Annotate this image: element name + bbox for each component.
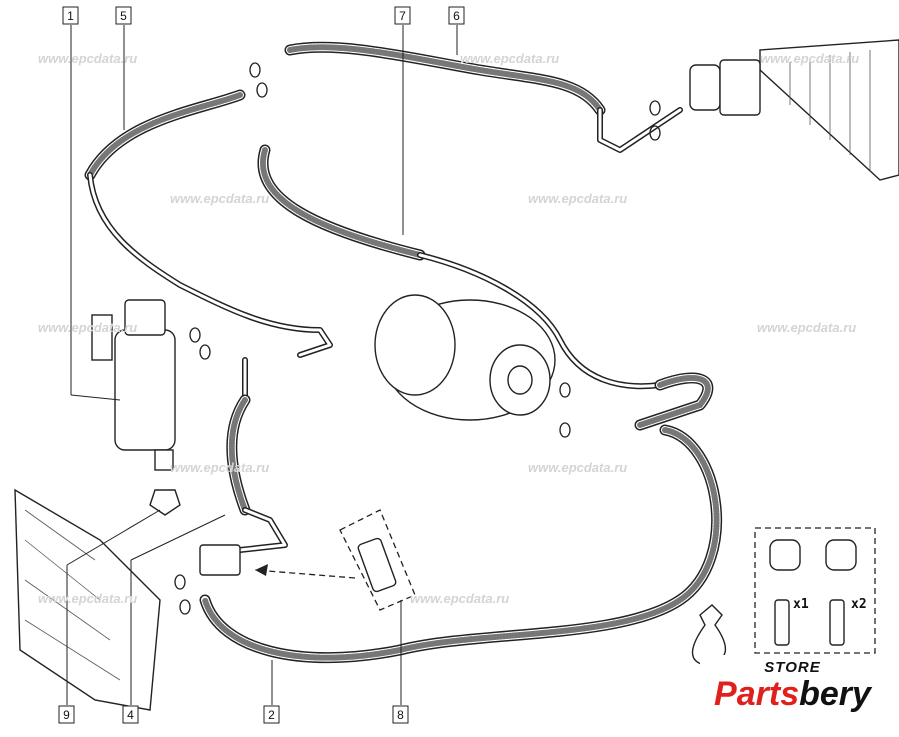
watermark: www.epcdata.ru — [528, 191, 627, 206]
compressor — [374, 294, 556, 421]
pressure-switch — [199, 509, 416, 611]
refill-kit: x1 x2 — [691, 527, 876, 666]
svg-text:7: 7 — [399, 9, 406, 23]
hose-6 — [284, 41, 683, 153]
svg-text:1: 1 — [67, 9, 74, 23]
hose-5 — [84, 89, 333, 358]
logo-brand-name: Partsbery — [700, 676, 885, 712]
quantity-x2: x2 — [851, 597, 867, 612]
watermark: www.epcdata.ru — [170, 460, 269, 475]
watermark: www.epcdata.ru — [760, 51, 859, 66]
watermarks: www.epcdata.ru www.epcdata.ru www.epcdat… — [38, 51, 859, 606]
callout-8: 8 — [392, 705, 409, 724]
svg-text:9: 9 — [63, 708, 70, 722]
logo-store-text: STORE — [764, 659, 821, 676]
receiver-drier — [91, 299, 181, 516]
leader-lines — [66, 25, 458, 705]
watermark: www.epcdata.ru — [410, 591, 509, 606]
quantity-x1: x1 — [793, 597, 809, 612]
callout-5: 5 — [115, 6, 132, 25]
svg-text:4: 4 — [127, 708, 134, 722]
hose-7 — [257, 144, 714, 431]
svg-text:2: 2 — [268, 708, 275, 722]
partsbery-logo: STORE Partsbery — [700, 655, 885, 725]
watermark: www.epcdata.ru — [38, 320, 137, 335]
logo-name-black: bery — [799, 675, 871, 713]
condenser — [689, 39, 899, 181]
callout-7: 7 — [394, 6, 411, 25]
callout-6: 6 — [448, 6, 465, 25]
callout-2: 2 — [263, 705, 280, 724]
callout-1: 1 — [62, 6, 79, 25]
callout-9: 9 — [58, 705, 75, 724]
watermark: www.epcdata.ru — [528, 460, 627, 475]
watermark: www.epcdata.ru — [38, 591, 137, 606]
watermark: www.epcdata.ru — [170, 191, 269, 206]
svg-text:6: 6 — [453, 9, 460, 23]
svg-text:5: 5 — [120, 9, 127, 23]
watermark: www.epcdata.ru — [460, 51, 559, 66]
watermark: www.epcdata.ru — [38, 51, 137, 66]
callout-4: 4 — [122, 705, 139, 724]
hose-2 — [199, 424, 723, 664]
logo-name-red: Parts — [714, 675, 800, 713]
o-rings — [174, 62, 661, 615]
hose-4 — [212, 357, 288, 568]
watermark: www.epcdata.ru — [757, 320, 856, 335]
svg-text:8: 8 — [397, 708, 404, 722]
